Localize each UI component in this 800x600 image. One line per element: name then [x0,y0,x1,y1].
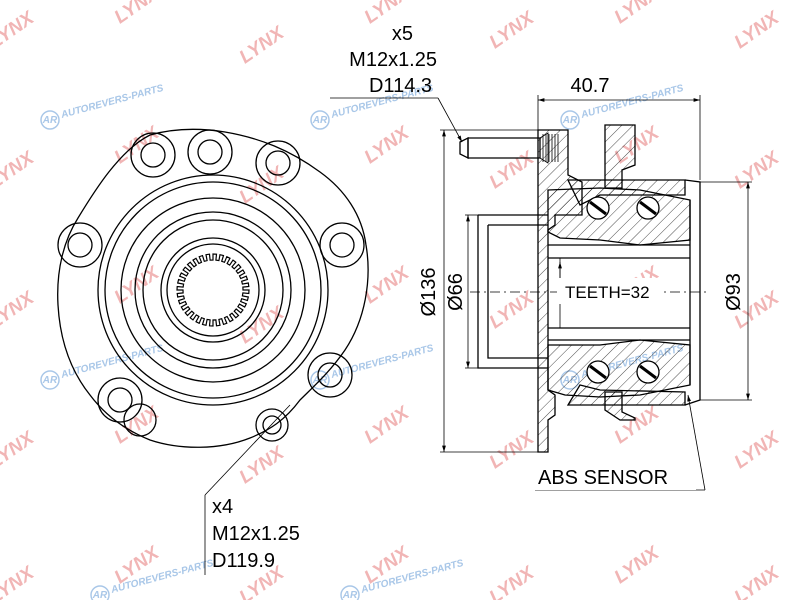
bearing-diameter-dimension: Ø93 [723,273,745,311]
lynx-watermark: LYNX [731,562,784,600]
autorevers-watermark: AUTOREVERS-PARTS [59,83,165,121]
ar-badge-icon [90,585,110,600]
front-stud-pcd: D114.3 [369,75,432,97]
lynx-watermark: LYNX [731,427,784,473]
ar-badge-text: AR [42,115,58,126]
ar-badge-text: AR [312,115,328,126]
ar-badge-icon [560,110,580,130]
spline-bore [176,253,250,327]
lynx-watermark: LYNX [611,542,664,588]
lynx-watermark: LYNX [486,562,539,600]
lynx-watermark: LYNX [731,7,784,53]
lynx-watermark: LYNX [486,287,539,333]
lynx-watermark: LYNX [0,7,39,53]
autorevers-watermark: AUTOREVERS-PARTS [329,343,435,381]
rear-stud-pcd: D119.9 [212,550,275,572]
lynx-watermark: LYNX [361,122,414,168]
teeth-label: TEETH=32 [565,283,650,302]
lynx-watermark: LYNX [731,147,784,193]
ar-badge-icon [340,585,360,600]
rear-stud-thread: M12x1.25 [212,523,300,545]
lynx-watermark: LYNX [236,442,289,488]
lynx-watermark: LYNX [486,427,539,473]
ar-badge-icon [310,370,330,390]
stud-thread [542,134,559,162]
lynx-watermark: LYNX [611,0,664,28]
front-stud-thread: M12x1.25 [349,49,437,71]
flange-diameter-dimension: Ø136 [418,268,440,317]
front-stud-count: x5 [392,23,413,45]
width-dimension: 40.7 [571,75,610,97]
lynx-watermark: LYNX [486,147,539,193]
abs-sensor-label: ABS SENSOR [538,467,668,489]
ar-badge-icon [40,110,60,130]
hub-front-view [57,128,369,575]
ar-badge-text: AR [562,115,578,126]
lynx-watermark: LYNX [0,427,39,473]
hub-section-view [459,124,710,453]
ar-badge-text: AR [92,590,108,600]
ar-badge-text: AR [342,590,358,600]
labels: x5 M12x1.25 D114.3 x4 M12x1.25 D119.9 40… [212,23,745,572]
lynx-watermark: LYNX [0,287,39,333]
ar-badge-icon [40,370,60,390]
spline-teeth [176,253,250,327]
ar-badge-icon [310,110,330,130]
lynx-watermark: LYNX [111,122,164,168]
autorevers-watermark: AUTOREVERS-PARTS [59,343,165,381]
ar-badge-text: AR [42,375,58,386]
lynx-watermark: LYNX [361,402,414,448]
rear-stud-count: x4 [212,496,233,518]
lynx-watermark: LYNX [236,22,289,68]
lynx-watermark: LYNX [0,562,39,600]
lynx-watermark: LYNX [486,7,539,53]
lynx-watermark: LYNX [0,147,39,193]
lynx-watermark: LYNX [111,0,164,28]
bore-diameter-dimension: Ø66 [445,273,467,311]
